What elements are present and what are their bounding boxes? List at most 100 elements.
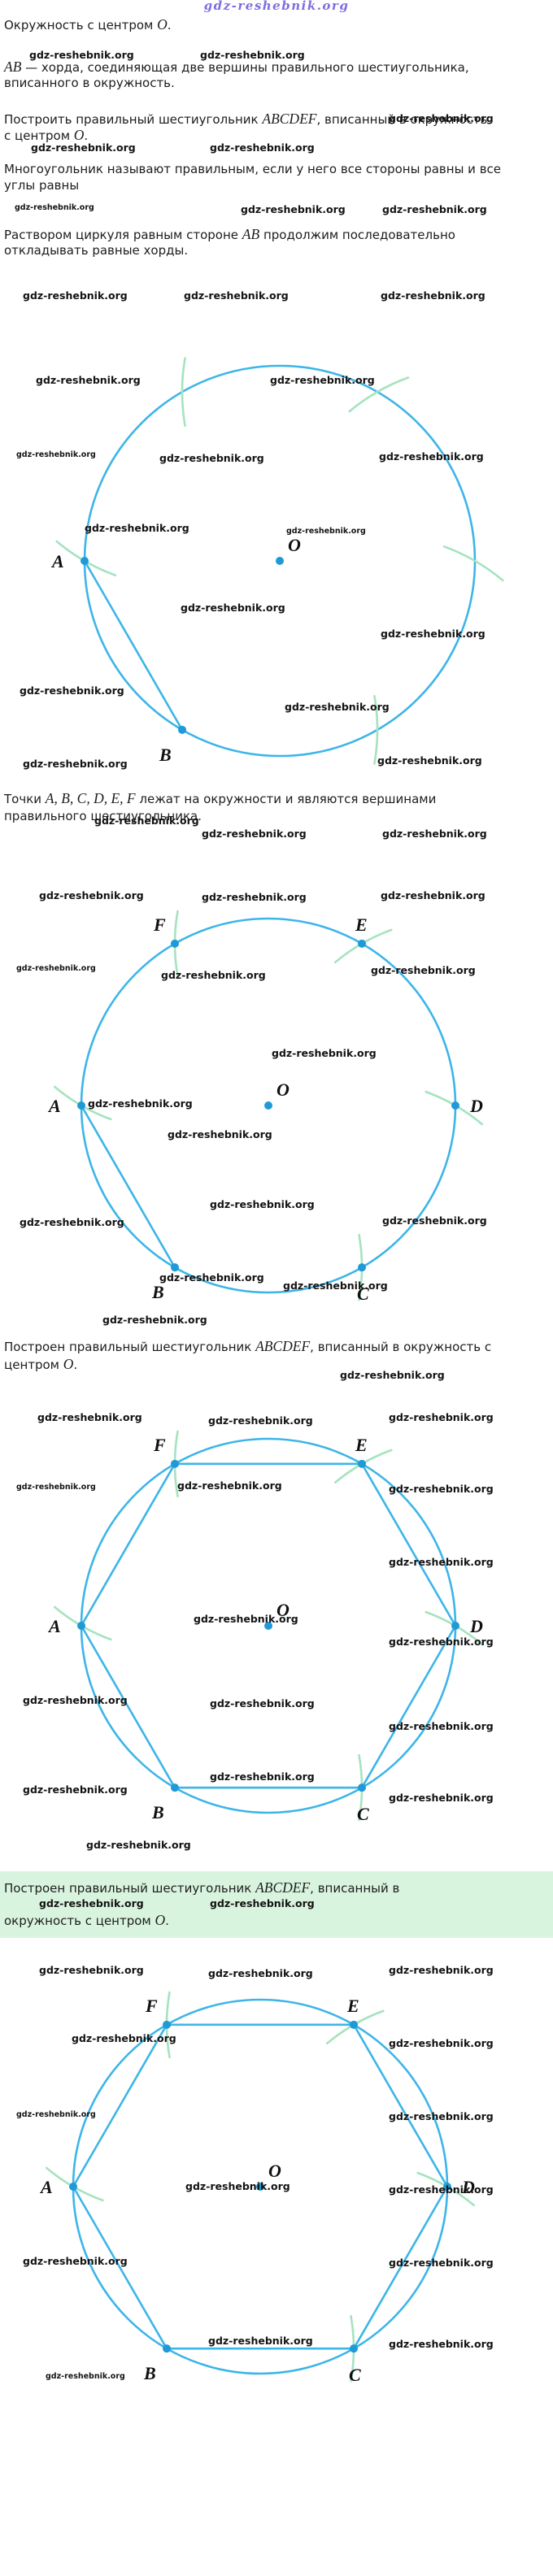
point-label-C: C [357,1284,369,1304]
point-label-O: O [276,1600,290,1620]
text-line-p6b: правильного шестиугольника. [4,808,202,824]
point-dot-E [358,1459,366,1468]
point-label-A: A [50,551,64,571]
text: . [165,1914,169,1928]
text: Раствором циркуля равным стороне [4,228,242,242]
point-label-O: O [268,2161,281,2181]
math-symbol: O [155,1912,166,1928]
text-line-p3b: с центром O. [4,127,88,144]
text-line-p6a: Точки A, B, C, D, E, F лежат на окружнос… [4,790,436,807]
point-dot-B [171,1783,179,1792]
figure-1-svg: ABO [50,357,504,765]
point-label-B: B [143,2363,156,2383]
point-dot-O [264,1622,272,1630]
highlight-block [0,1871,553,1938]
math-symbol: ABCDEF [255,1338,311,1354]
text: Построен правильный шестиугольник [4,1881,256,1896]
text: Точки [4,792,46,806]
math-symbol: O [73,127,85,143]
point-label-F: F [153,914,166,935]
math-symbol: ABCDEF [255,1879,311,1896]
text: углы равны [4,178,80,193]
watermark-text: gdz-reshebnik.org [381,289,486,302]
text: Многоугольник называют правильным, если … [4,162,502,176]
compass-arc-C [373,694,379,765]
text: . [84,128,89,143]
text-line-p3a: Построить правильный шестиугольник ABCDE… [4,111,487,128]
point-label-E: E [355,1435,368,1455]
watermark-text: gdz-reshebnik.org [382,828,487,840]
watermark-text: gdz-reshebnik.org [184,289,289,302]
text-line-p2b: вписанного в окружность. [4,75,175,91]
compass-arc-E [348,376,410,413]
text: Построен правильный шестиугольник [4,1340,256,1354]
point-label-A: A [47,1616,61,1636]
figure-2: A B C D E F O [0,886,553,1346]
point-dot-D [451,1622,459,1630]
text: , вписанный в окружность [316,112,488,127]
text: Окружность с центром [4,18,158,33]
point-dot-O [276,557,284,565]
math-symbol: AB [4,59,22,75]
point-dot-F [163,2020,171,2029]
math-symbol: O [63,1356,74,1372]
brand-watermark: gdz-reshebnik.org [203,0,350,13]
point-dot-E [350,2020,358,2029]
text-line-p2a: AB — хорда, соединяющая две вершины прав… [4,59,469,76]
point-dot-A [77,1101,85,1110]
math-symbol: O [157,16,168,33]
text-line-p5a: Раствором циркуля равным стороне AB прод… [4,226,455,243]
point-dot-B [171,1263,179,1272]
text: . [73,1358,78,1372]
text-line-p8a: Построен правильный шестиугольник ABCDEF… [4,1879,399,1896]
text: окружность с центром [4,1914,155,1928]
text: Построить правильный шестиугольник [4,112,263,127]
math-symbol: A, B, C, D, E, F [45,790,136,806]
point-dot-C [358,1263,366,1272]
point-label-D: D [469,1096,483,1116]
point-label-A: A [39,2177,53,2197]
point-label-B: B [159,745,172,765]
point-label-F: F [145,1996,158,2016]
point-dot-A [81,557,89,565]
point-label-C: C [357,1804,369,1824]
point-dot-A [77,1622,85,1630]
text-line-p4a: Многоугольник называют правильным, если … [4,161,501,177]
text: продолжим последовательно [259,228,455,242]
text: откладывать равные хорды. [4,243,189,258]
point-label-F: F [153,1435,166,1455]
text-line-p7a: Построен правильный шестиугольник ABCDEF… [4,1338,491,1355]
text-line-p8b: окружность с центром O. [4,1912,169,1929]
point-dot-B [178,725,186,734]
text: вписанного в окружность. [4,76,175,90]
math-symbol: AB [242,226,260,242]
text-line-p1: Окружность с центром O. [4,16,172,33]
point-label-B: B [151,1282,164,1302]
point-dot-C [350,2344,358,2353]
math-symbol: ABCDEF [262,111,317,127]
point-dot-A [69,2183,77,2191]
chord-AB [80,1105,176,1268]
point-label-A: A [47,1096,61,1116]
text-line-p7b: центром O. [4,1356,77,1373]
point-label-D: D [461,2177,475,2197]
text: правильного шестиугольника. [4,809,202,823]
text: центром [4,1358,63,1372]
point-dot-E [358,939,366,948]
point-dot-C [358,1783,366,1792]
chord-AB [83,560,184,731]
point-dot-O [264,1101,272,1110]
watermark-text: gdz-reshebnik.org [382,203,487,215]
point-label-C: C [349,2365,361,2385]
compass-arc-D [442,545,504,582]
point-label-O: O [276,1079,290,1100]
watermark-text: gdz-reshebnik.org [241,203,346,215]
watermark-text: gdz-reshebnik.org [15,203,94,212]
text: . [167,18,172,33]
point-dot-D [443,2183,451,2191]
point-label-E: E [355,914,368,935]
